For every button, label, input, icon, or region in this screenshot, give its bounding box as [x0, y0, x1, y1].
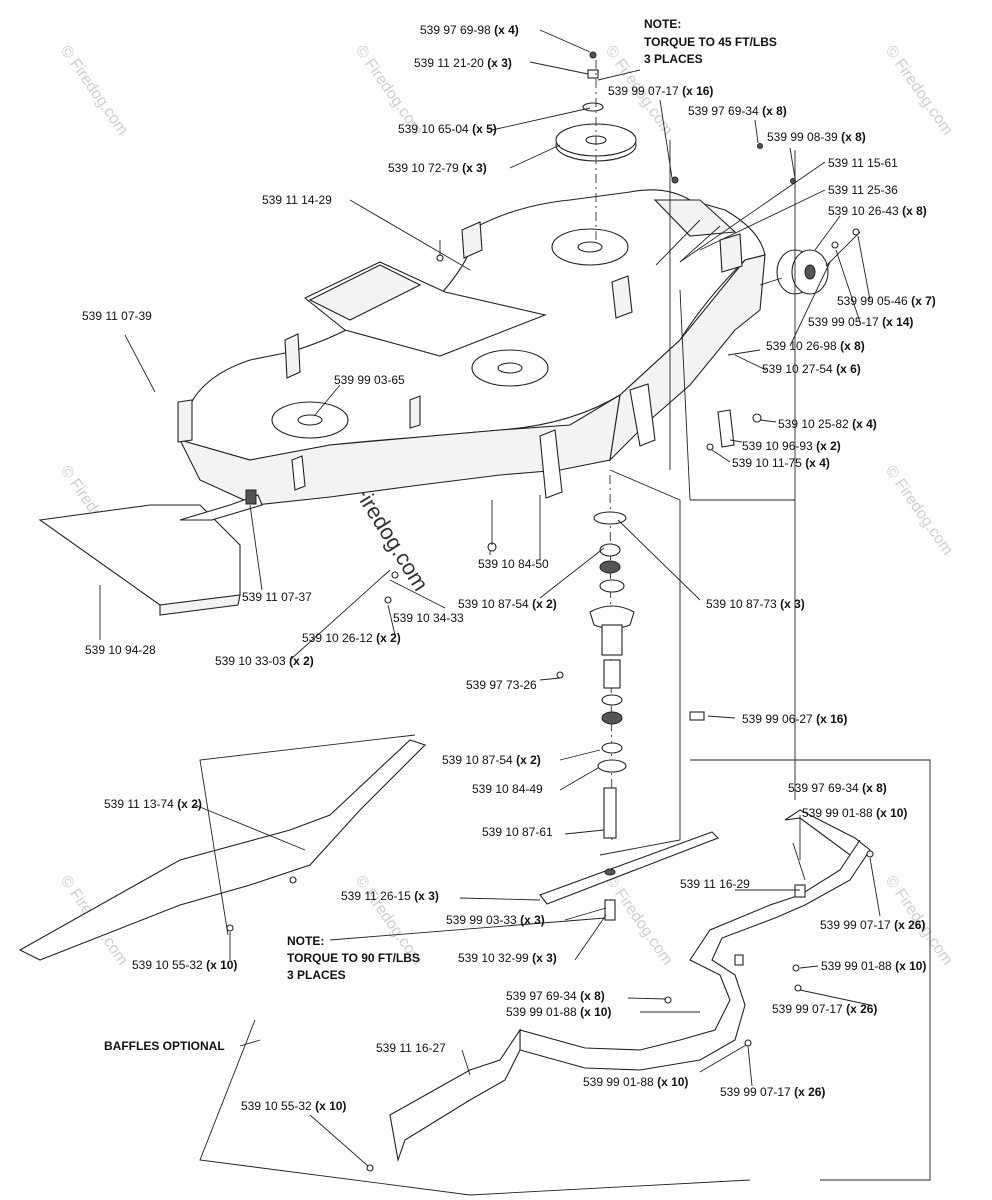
part-callout: 539 99 01-88 (x 10) — [583, 1075, 688, 1089]
pulley-assembly — [555, 51, 679, 240]
leader-lines — [99, 29, 881, 1167]
watermark: © Firedog.com — [882, 43, 956, 139]
part-callouts: 539 97 69-98 (x 4) 539 11 21-20 (x 3) 53… — [82, 23, 936, 1113]
callout-frames — [199, 140, 931, 1196]
part-callout: 539 10 65-04 (x 5) — [398, 122, 497, 136]
part-callout: 539 10 26-12 (x 2) — [302, 631, 401, 645]
part-callout: 539 99 01-88 (x 10) — [802, 806, 907, 820]
part-callout: 539 97 69-34 (x 8) — [788, 781, 887, 795]
watermark: © Firedog.com — [882, 463, 956, 559]
part-callout: 539 97 69-34 (x 8) — [506, 989, 605, 1003]
note-line: 3 PLACES — [287, 968, 346, 982]
note-line: TORQUE TO 45 FT/LBS — [644, 35, 777, 49]
part-callout: 539 99 07-17 (x 26) — [772, 1002, 877, 1016]
side-brackets — [706, 349, 762, 451]
part-callout: 539 10 96-93 (x 2) — [742, 439, 841, 453]
part-callout: 539 10 27-54 (x 6) — [762, 362, 861, 376]
part-callout: 539 10 26-98 (x 8) — [766, 339, 865, 353]
part-callout: 539 10 55-32 (x 10) — [241, 1099, 346, 1113]
part-callout: 539 99 05-17 (x 14) — [808, 315, 913, 329]
part-callout: 539 11 14-29 — [262, 193, 332, 207]
part-callout: 539 11 16-29 — [680, 877, 750, 891]
note-torque-45: NOTE: TORQUE TO 45 FT/LBS 3 PLACES — [644, 17, 777, 66]
part-callout: 539 99 07-17 (x 26) — [820, 918, 925, 932]
part-callout: 539 97 69-34 (x 8) — [688, 104, 787, 118]
spindle-assembly — [384, 474, 705, 841]
discharge-chute — [38, 489, 263, 616]
part-callout: 539 10 34-33 — [393, 611, 464, 625]
part-callout: 539 97 69-98 (x 4) — [420, 23, 519, 37]
blade — [539, 831, 719, 921]
part-callout: 539 10 87-54 (x 2) — [458, 597, 557, 611]
part-callout: 539 10 33-03 (x 2) — [215, 654, 314, 668]
part-callout: 539 10 25-82 (x 4) — [778, 417, 877, 431]
part-callout: 539 11 25-36 — [828, 183, 898, 197]
part-callout: 539 10 72-79 (x 3) — [388, 161, 487, 175]
baffles-optional-label: BAFFLES OPTIONAL — [104, 1039, 225, 1053]
part-callout: 539 11 16-27 — [376, 1041, 446, 1055]
part-callout: 539 99 01-88 (x 10) — [821, 959, 926, 973]
baffle-optional — [366, 996, 752, 1172]
watermark: © Firedog.com — [57, 43, 131, 139]
part-callout: 539 99 03-65 — [334, 373, 405, 387]
part-callout: 539 11 15-61 — [828, 156, 898, 170]
part-callout: 539 99 08-39 (x 8) — [767, 130, 866, 144]
note-torque-90: NOTE: TORQUE TO 90 FT/LBS 3 PLACES — [287, 934, 420, 982]
part-callout: 539 11 07-39 — [82, 309, 152, 323]
part-callout: 539 99 05-46 (x 7) — [837, 294, 936, 308]
part-callout: 539 99 06-27 (x 16) — [742, 712, 847, 726]
part-callout: 539 11 07-37 — [242, 590, 312, 604]
note-heading: NOTE: — [287, 934, 324, 948]
note-heading: NOTE: — [644, 17, 681, 31]
part-callout: 539 10 87-61 — [482, 825, 553, 839]
mower-deck-housing — [177, 143, 861, 506]
baffle-left — [18, 739, 427, 961]
part-callout: 539 99 03-33 (x 3) — [446, 913, 545, 927]
part-callout: 539 10 26-43 (x 8) — [828, 204, 927, 218]
part-callout: 539 11 13-74 (x 2) — [104, 797, 202, 811]
part-callout: 539 10 32-99 (x 3) — [458, 951, 557, 965]
note-line: TORQUE TO 90 FT/LBS — [287, 951, 420, 965]
part-callout: 539 10 55-32 (x 10) — [132, 958, 237, 972]
part-callout: 539 10 87-54 (x 2) — [442, 753, 541, 767]
part-callout: 539 10 84-49 — [472, 782, 543, 796]
part-callout: 539 10 84-50 — [478, 557, 549, 571]
part-callout: 539 99 07-17 (x 16) — [608, 84, 713, 98]
part-callout: 539 99 07-17 (x 26) — [720, 1085, 825, 1099]
part-callout: 539 10 11-75 (x 4) — [732, 456, 830, 470]
part-callout: 539 10 94-28 — [85, 643, 156, 657]
part-callout: 539 99 01-88 (x 10) — [506, 1005, 611, 1019]
part-callout: 539 11 26-15 (x 3) — [341, 889, 439, 903]
part-callout: 539 11 21-20 (x 3) — [414, 56, 512, 70]
part-callout: 539 10 87-73 (x 3) — [706, 597, 805, 611]
part-callout: 539 97 73-26 — [466, 678, 537, 692]
note-line: 3 PLACES — [644, 52, 703, 66]
baffle-right — [519, 809, 874, 1071]
